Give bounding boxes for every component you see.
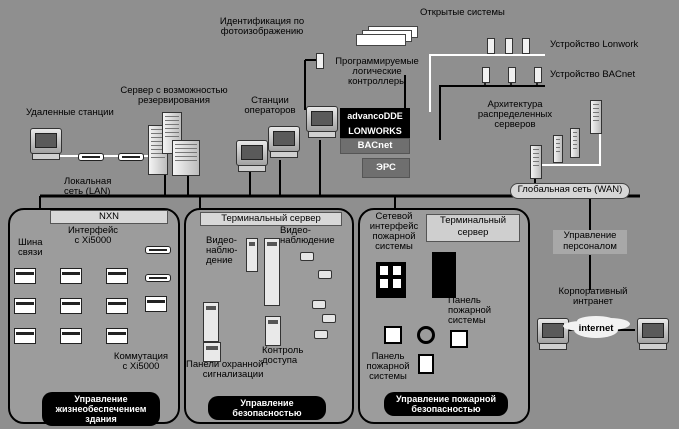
building-controller-icon-9	[106, 328, 128, 344]
intranet-pc-base-icon-2	[639, 343, 667, 350]
alarm-panel-icon-2	[203, 342, 221, 362]
nxn-bar: NXN	[50, 210, 168, 224]
intranet-pc-base-icon-1	[539, 343, 567, 350]
camera-icon-1	[300, 252, 314, 261]
fire-terminal-server: Терминальный сервер	[426, 214, 520, 242]
camera-icon-2	[318, 270, 332, 279]
zone-building-title: Управление жизнеобеспечением здания	[42, 392, 160, 426]
intranet-pc-icon-1	[537, 318, 569, 344]
building-controller-icon-2	[60, 268, 82, 284]
operator-base-icon-3	[308, 131, 336, 138]
building-controller-icon-8	[60, 328, 82, 344]
fire-panel-left-icon	[384, 326, 402, 344]
access-control-icon	[265, 316, 281, 346]
operator-monitor-icon-3	[306, 106, 338, 132]
building-controller-icon-7	[14, 328, 36, 344]
dist-server-icon-4	[530, 145, 542, 179]
lonwork-device-icon-1	[487, 38, 495, 54]
building-controller-icon-4	[14, 298, 36, 314]
internet-cloud-icon: internet	[574, 322, 618, 338]
remote-station-base-icon	[32, 153, 60, 160]
remote-stations-label: Удаленные станции	[26, 107, 114, 118]
fire-panel-left-label: Панель пожарной системы	[366, 351, 410, 382]
photo-id-camera-icon	[316, 53, 324, 69]
intranet-pc-icon-2	[637, 318, 669, 344]
security-terminal-server: Терминальный сервер	[200, 212, 342, 226]
lan-label: Локальная сеть (LAN)	[64, 176, 112, 197]
bacnet-device-icon-3	[534, 67, 542, 83]
operator-base-icon-1	[238, 165, 266, 172]
building-controller-icon-6	[106, 298, 128, 314]
lonwork-device-icon-3	[522, 38, 530, 54]
zone-fire-safety	[358, 208, 530, 424]
dist-server-icon-3	[553, 135, 563, 163]
camera-icon-5	[314, 330, 328, 339]
building-controller-icon-1	[14, 268, 36, 284]
protocol-lonworks: LONWORKS	[340, 123, 410, 139]
bacnet-device-icon-1	[482, 67, 490, 83]
corporate-intranet-label: Корпоративный интранет	[558, 286, 628, 307]
lonwork-device-icon-2	[505, 38, 513, 54]
backup-server-rack-icon-3	[172, 140, 200, 176]
dist-server-icon-1	[590, 100, 602, 134]
dist-server-icon-2	[570, 128, 580, 158]
fire-panel-right-icon	[450, 330, 468, 348]
video-surveillance-label-2: Видео- наблюдение	[280, 225, 335, 246]
xi5000-interface-label: Интерфейс с Xi5000	[67, 225, 119, 246]
protocol-eps: ЭРС	[362, 158, 410, 178]
camera-icon-3	[312, 300, 326, 309]
comm-bus-label: Шина связи	[18, 237, 43, 258]
personnel-mgmt-label: Управление персоналом	[553, 230, 627, 254]
remote-station-monitor-icon	[30, 128, 62, 154]
photo-id-label: Идентификация по фотоизображению	[219, 16, 305, 37]
wan-label: Глобальная сеть (WAN)	[510, 183, 630, 199]
fire-detector-icon	[418, 354, 434, 374]
fire-terminal-box-icon	[432, 252, 456, 298]
alarm-panels-label: Панели охранной сигнализации	[186, 359, 264, 380]
fire-loop-icon	[417, 326, 435, 344]
xi5000-module-icon-2	[145, 274, 171, 282]
operator-stations-label: Станции операторов	[244, 95, 296, 116]
xi5000-module-icon-3	[145, 296, 167, 312]
modem-icon-1	[78, 153, 104, 161]
xi5000-module-icon-1	[145, 246, 171, 254]
operator-monitor-icon-1	[236, 140, 268, 166]
open-systems-label: Открытые системы	[420, 7, 505, 18]
protocol-bacnet: BACnet	[340, 138, 410, 154]
zone-building-management	[8, 208, 180, 424]
prog-controllers-label: Программируемые логические контроллеры	[335, 56, 419, 87]
operator-monitor-icon-2	[268, 126, 300, 152]
bacnet-device-label: Устройство BACnet	[550, 69, 636, 80]
zone-fire-title: Управление пожарной безопасностью	[384, 392, 508, 416]
video-recorder-icon-2	[264, 238, 280, 306]
alarm-panel-icon-1	[203, 302, 219, 342]
lonwork-device-label: Устройство Lonwork	[550, 39, 639, 50]
fire-network-iface-label: Сетевой интерфейс пожарной системы	[369, 211, 419, 252]
zone-security-title: Управление безопасностью	[208, 396, 326, 420]
video-recorder-icon-1	[246, 238, 258, 272]
camera-icon-4	[322, 314, 336, 323]
dist-servers-label: Архитектура распределенных серверов	[477, 99, 553, 130]
fire-network-iface-icon	[376, 262, 406, 298]
fire-panel-right-label: Панель пожарной системы	[448, 295, 492, 326]
protocol-advanco: advancoDDE	[340, 108, 410, 124]
modem-icon-2	[118, 153, 144, 161]
open-systems-doc-3	[356, 34, 406, 46]
video-surveillance-label-1: Видео- наблю- дение	[206, 235, 238, 266]
building-controller-icon-3	[106, 268, 128, 284]
building-controller-icon-5	[60, 298, 82, 314]
backup-server-label: Сервер с возможностью резервирования	[120, 85, 228, 106]
bacnet-device-icon-2	[508, 67, 516, 83]
xi5000-switching-label: Коммутация с Xi5000	[113, 351, 169, 372]
operator-base-icon-2	[270, 151, 298, 158]
access-control-label: Контроль доступа	[262, 345, 304, 366]
